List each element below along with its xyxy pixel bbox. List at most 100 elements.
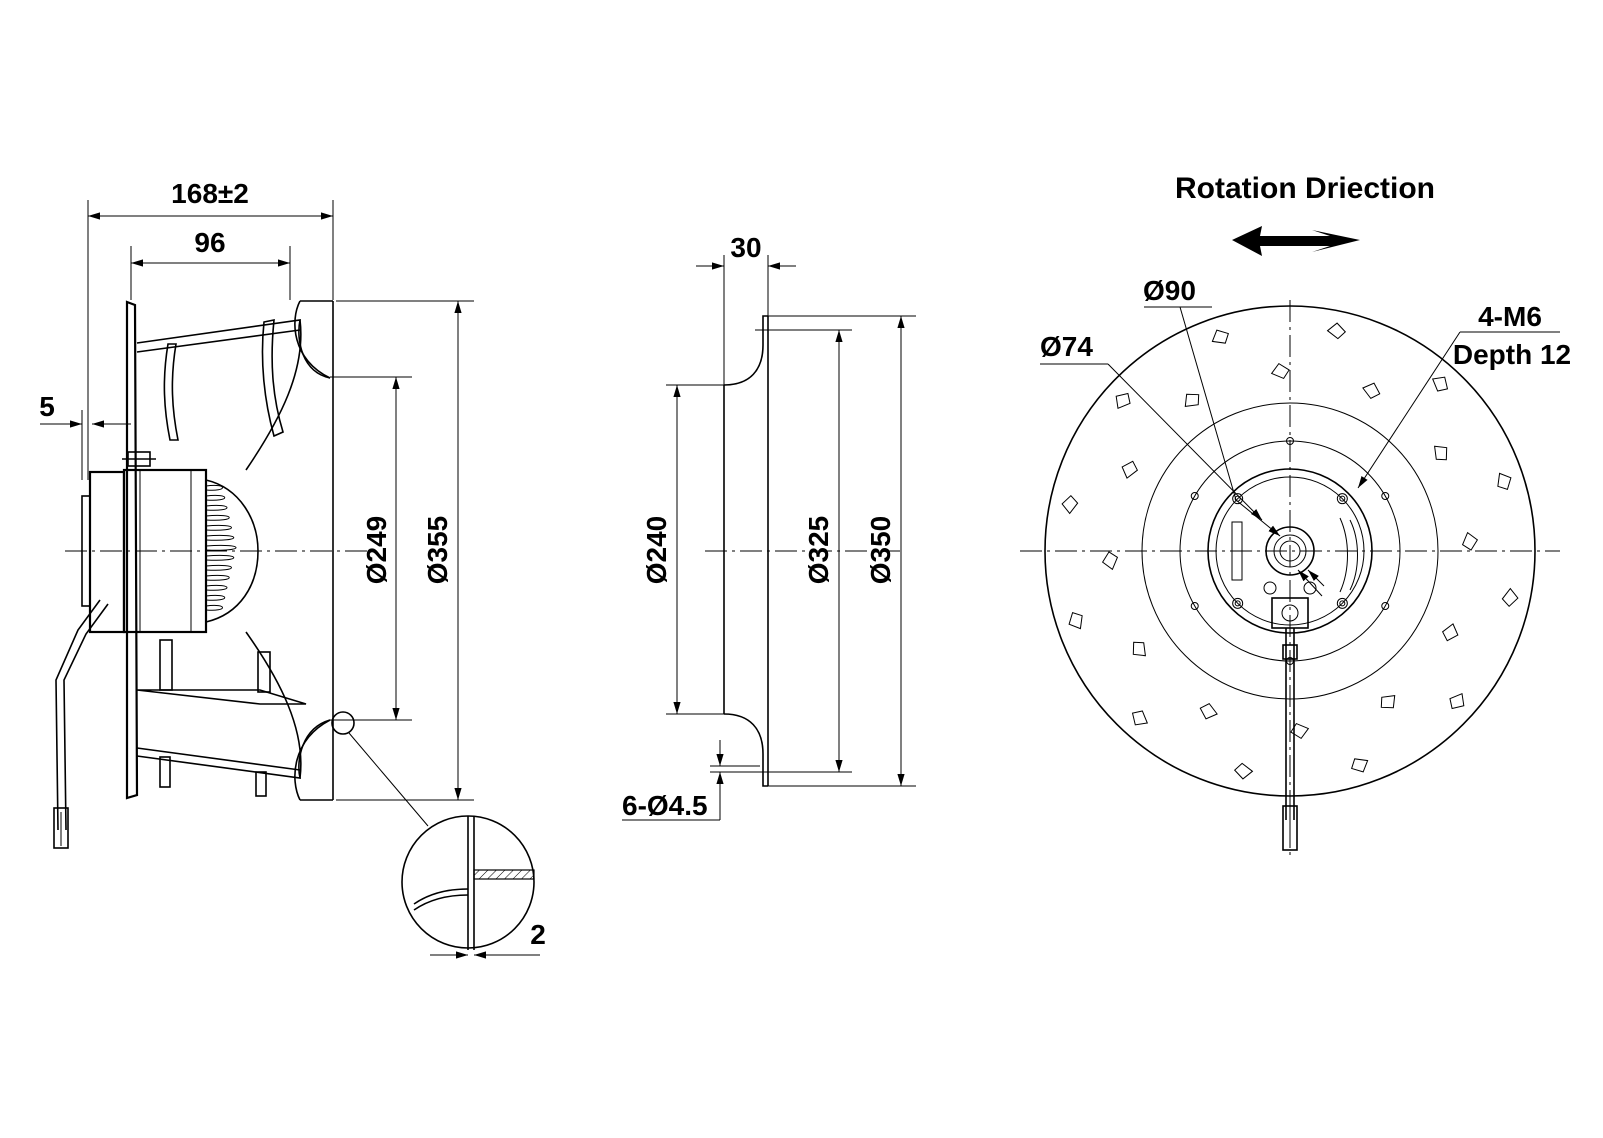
thread-hole bbox=[1232, 597, 1244, 609]
blade-tab bbox=[1380, 695, 1396, 709]
cooling-fin bbox=[205, 484, 223, 491]
blade-tab bbox=[1362, 382, 1381, 400]
dim-throat-dia: Ø240 bbox=[641, 516, 672, 585]
dim-threads: 4-M6 bbox=[1478, 301, 1542, 332]
blade-tabs bbox=[1061, 322, 1519, 780]
cooling-fin bbox=[205, 504, 228, 511]
blade-tab bbox=[1233, 762, 1254, 780]
mount-hole bbox=[1190, 602, 1199, 610]
detail-view bbox=[401, 815, 535, 950]
cable bbox=[55, 599, 101, 831]
blade-tab bbox=[1131, 710, 1149, 726]
dim-holes: 6-Ø4.5 bbox=[622, 790, 708, 821]
motor-body bbox=[122, 468, 208, 634]
threaded-holes bbox=[1232, 493, 1348, 609]
dim-bolt-circle-74: Ø74 bbox=[1040, 331, 1093, 362]
dim-hub-depth: 96 bbox=[194, 227, 225, 258]
blade-lower-1 bbox=[159, 639, 173, 691]
dim-ring-depth: 30 bbox=[730, 232, 761, 263]
cooling-fin bbox=[205, 584, 228, 591]
cooling-fins bbox=[205, 484, 237, 611]
cooling-fin bbox=[205, 604, 223, 611]
blade-tab bbox=[1434, 445, 1448, 461]
shroud-inner bbox=[1141, 402, 1439, 700]
blade-tab bbox=[1061, 494, 1079, 515]
dim-inner-dia: Ø249 bbox=[361, 516, 392, 585]
motor-outline bbox=[1207, 468, 1373, 634]
motor-end bbox=[81, 495, 91, 607]
side-view: 168±2 96 5 Ø249 Ø355 2 bbox=[39, 178, 546, 959]
cooling-fin bbox=[205, 494, 226, 501]
cable-plug bbox=[53, 807, 69, 849]
blade-tab bbox=[1501, 587, 1519, 608]
mount-hole bbox=[1286, 437, 1294, 445]
blade-lower-2 bbox=[257, 651, 271, 693]
mounting-holes bbox=[1190, 437, 1390, 665]
blade-tab bbox=[1101, 551, 1119, 571]
back-plate bbox=[125, 300, 139, 800]
upper-inlet-lip bbox=[294, 300, 333, 379]
front-cable-plug bbox=[1282, 805, 1298, 851]
blade-tab bbox=[1132, 641, 1146, 657]
screw-head bbox=[1263, 581, 1277, 595]
blade-tab bbox=[1497, 472, 1512, 490]
cooling-fin bbox=[205, 514, 230, 521]
rotation-title: Rotation Driection bbox=[1175, 172, 1435, 205]
cooling-fin bbox=[205, 594, 226, 601]
cooling-fin bbox=[205, 554, 235, 561]
dim-outer-dia: Ø355 bbox=[422, 516, 453, 585]
detail-marker bbox=[331, 711, 355, 735]
motor-label-plate bbox=[1349, 519, 1358, 591]
ring-upper-profile bbox=[723, 315, 768, 386]
blade-tab bbox=[1441, 623, 1459, 642]
mount-hole bbox=[1381, 602, 1390, 610]
hole-circle bbox=[1179, 440, 1401, 662]
mount-hole bbox=[1190, 492, 1199, 500]
cooling-fin bbox=[205, 544, 237, 551]
blade-tab bbox=[1068, 612, 1083, 630]
dim-thread-depth: Depth 12 bbox=[1453, 339, 1571, 370]
impeller-outer bbox=[1044, 305, 1536, 797]
blade-tab bbox=[1461, 531, 1479, 551]
blade-tab bbox=[1326, 322, 1347, 340]
blade-upper-2 bbox=[261, 319, 284, 438]
cable-gland bbox=[1271, 597, 1309, 629]
dim-bolt-circle-90: Ø90 bbox=[1143, 275, 1196, 306]
blade-tab bbox=[1270, 362, 1290, 380]
blade-tab bbox=[1199, 702, 1218, 720]
dim-flange-dia: Ø350 bbox=[865, 516, 896, 585]
blade-lower-4 bbox=[255, 771, 267, 797]
rotation-arrow-icon bbox=[1232, 226, 1360, 256]
blade-tab bbox=[1115, 392, 1131, 410]
cooling-fin bbox=[205, 574, 230, 581]
ring-dimensions: 30 Ø240 Ø325 Ø350 6-Ø4.5 bbox=[622, 232, 916, 821]
side-dimensions: 168±2 96 5 Ø249 Ø355 2 bbox=[39, 178, 546, 959]
blade-lower-3 bbox=[159, 756, 171, 788]
blade-tab bbox=[1121, 460, 1139, 479]
ring-lower-profile bbox=[723, 713, 768, 787]
thread-hole bbox=[1232, 493, 1244, 505]
cooling-fin bbox=[205, 534, 235, 541]
blade-tab bbox=[1211, 329, 1229, 344]
blade-tab bbox=[1351, 758, 1369, 773]
lower-inlet-lip bbox=[294, 719, 333, 801]
blade-tab bbox=[1184, 393, 1200, 407]
cooling-fin bbox=[205, 524, 232, 531]
dim-overall-length: 168±2 bbox=[171, 178, 249, 209]
dim-hole-circle: Ø325 bbox=[803, 516, 834, 585]
thread-hole bbox=[1336, 493, 1348, 505]
lower-hub-plate bbox=[136, 689, 307, 705]
cooling-fin bbox=[205, 564, 232, 571]
dim-wall-thickness: 2 bbox=[530, 919, 546, 950]
front-dimensions: Ø90 Ø74 4-M6 Depth 12 bbox=[1040, 275, 1571, 597]
dim-flange-offset: 5 bbox=[39, 391, 55, 422]
front-view: Rotation Driection bbox=[1020, 172, 1571, 860]
blade-tab bbox=[1290, 722, 1310, 740]
thread-hole bbox=[1336, 597, 1348, 609]
motor-label bbox=[1231, 521, 1243, 581]
inlet-ring-view: 30 Ø240 Ø325 Ø350 6-Ø4.5 bbox=[622, 232, 916, 821]
hub bbox=[1265, 526, 1315, 576]
rotor-dome bbox=[205, 479, 259, 623]
mount-hole bbox=[1381, 492, 1390, 500]
